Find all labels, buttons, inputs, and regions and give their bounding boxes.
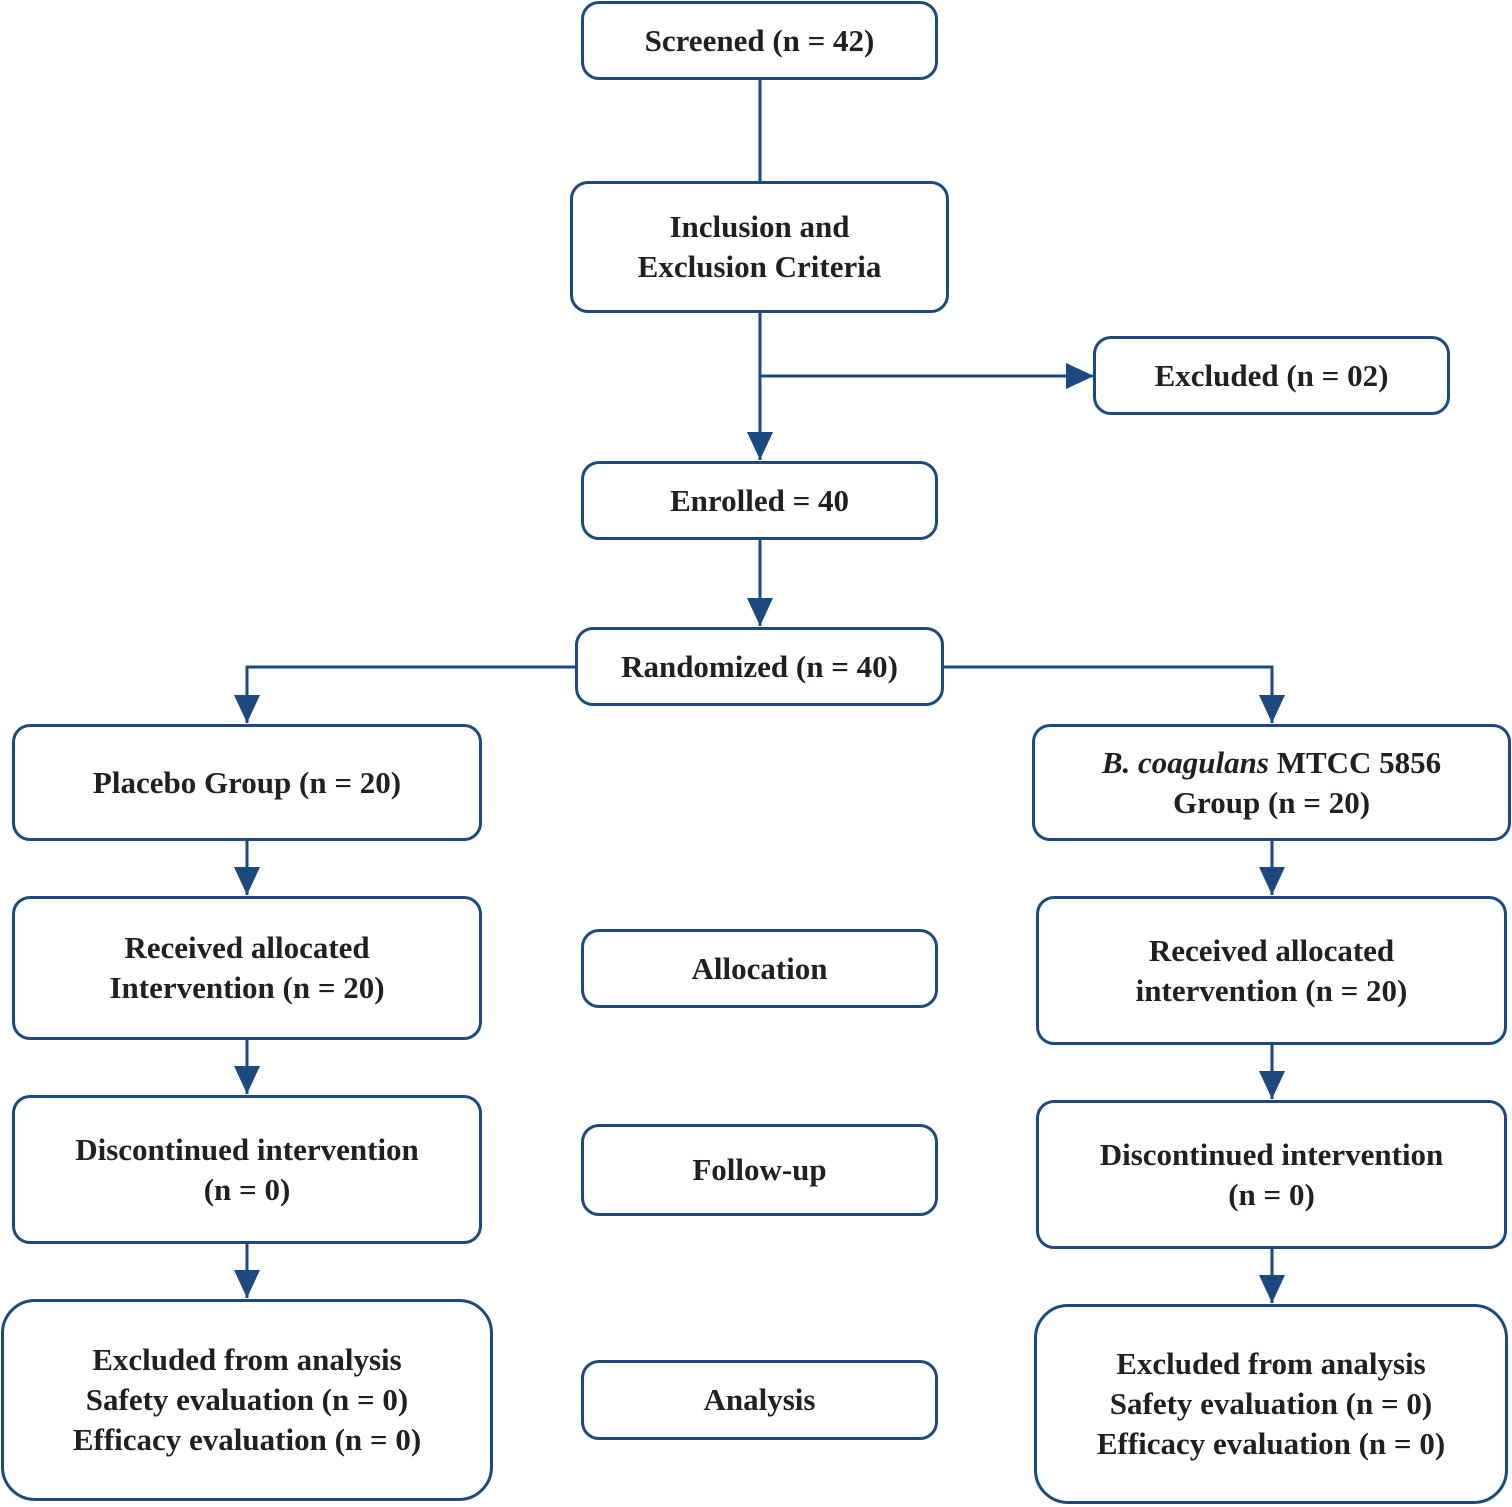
enrolled-box: Enrolled = 40 [581, 461, 938, 540]
placebo-analysis-box: Excluded from analysis Safety evaluation… [1, 1299, 493, 1501]
arrowhead-probiotic-analysis [1259, 1275, 1285, 1303]
placebo-analysis-line1: Excluded from analysis [92, 1342, 402, 1377]
probiotic-group-box: B. coagulans MTCC 5856 Group (n = 20) [1032, 724, 1511, 841]
arrowhead-placebo-group [234, 695, 260, 723]
placebo-analysis-line3: Efficacy evaluation (n = 0) [72, 1422, 422, 1457]
probiotic-discontinued-box: Discontinued intervention (n = 0) [1036, 1100, 1507, 1249]
arrowhead-enrolled [747, 432, 773, 460]
screened-box: Screened (n = 42) [581, 1, 938, 80]
criteria-label-line1: Inclusion and [669, 209, 850, 244]
arrowhead-probiotic-discontinued [1259, 1071, 1285, 1099]
probiotic-analysis-line3: Efficacy evaluation (n = 0) [1096, 1426, 1446, 1461]
probiotic-received-line1: Received allocated [1148, 932, 1395, 968]
excluded-box: Excluded (n = 02) [1093, 336, 1450, 415]
probiotic-analysis-box: Excluded from analysis Safety evaluation… [1034, 1304, 1508, 1504]
allocation-stage-label: Allocation [691, 950, 828, 986]
placebo-discontinued-box: Discontinued intervention (n = 0) [12, 1095, 482, 1244]
randomized-box: Randomized (n = 40) [575, 627, 944, 706]
placebo-discontinued-line2: (n = 0) [203, 1171, 291, 1207]
probiotic-group-label-line1: B. coagulans MTCC 5856 [1102, 743, 1441, 783]
enrolled-label: Enrolled = 40 [669, 482, 849, 518]
allocation-stage-box: Allocation [581, 929, 938, 1008]
placebo-received-box: Received allocated Intervention (n = 20) [12, 896, 482, 1040]
followup-stage-box: Follow-up [581, 1124, 938, 1216]
probiotic-analysis-line2: Safety evaluation (n = 0) [1109, 1386, 1433, 1421]
arrowhead-placebo-analysis [234, 1270, 260, 1298]
arrow-randomized-placebo [245, 665, 576, 723]
probiotic-species-name: B. coagulans [1101, 744, 1269, 780]
followup-stage-label: Follow-up [692, 1152, 827, 1187]
criteria-box: Inclusion and Exclusion Criteria [570, 181, 949, 313]
analysis-stage-label: Analysis [703, 1382, 816, 1417]
randomized-label: Randomized (n = 40) [621, 648, 898, 684]
probiotic-analysis-line1: Excluded from analysis [1116, 1346, 1426, 1381]
probiotic-strain-name: MTCC 5856 [1268, 744, 1442, 780]
screened-label: Screened (n = 42) [644, 22, 875, 58]
probiotic-received-line2: intervention (n = 20) [1135, 972, 1408, 1008]
placebo-group-box: Placebo Group (n = 20) [12, 724, 482, 841]
arrowhead-excluded [1066, 363, 1094, 389]
analysis-stage-box: Analysis [581, 1360, 938, 1440]
arrowhead-probiotic-group [1259, 695, 1285, 723]
placebo-group-label: Placebo Group (n = 20) [92, 764, 402, 800]
placebo-received-line2: Intervention (n = 20) [109, 970, 385, 1005]
arrowhead-probiotic-received [1259, 867, 1285, 895]
placebo-analysis-line2: Safety evaluation (n = 0) [85, 1382, 409, 1417]
arrow-randomized-probiotic [943, 665, 1274, 723]
placebo-received-line1: Received allocated [124, 930, 370, 965]
arrowhead-randomized [747, 598, 773, 626]
probiotic-received-box: Received allocated intervention (n = 20) [1036, 896, 1507, 1045]
probiotic-discontinued-line2: (n = 0) [1228, 1176, 1315, 1212]
arrowhead-placebo-discontinued [234, 1066, 260, 1094]
probiotic-group-label-line2: Group (n = 20) [1172, 784, 1371, 820]
criteria-label-line2: Exclusion Criteria [637, 249, 882, 284]
excluded-label: Excluded (n = 02) [1154, 357, 1389, 393]
arrowhead-placebo-received [234, 867, 260, 895]
placebo-discontinued-line1: Discontinued intervention [75, 1131, 419, 1167]
probiotic-discontinued-line1: Discontinued intervention [1099, 1136, 1444, 1172]
